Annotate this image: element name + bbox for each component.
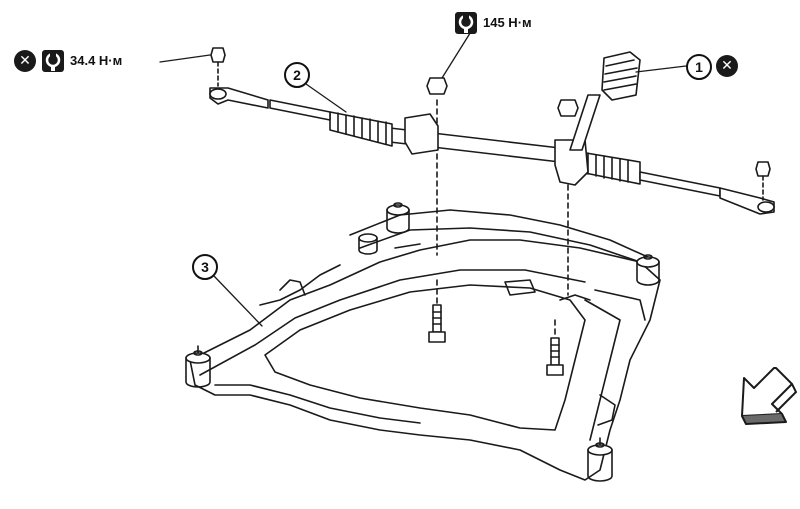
mount-bushings: [185, 202, 660, 482]
torque-wrench-glyph: [458, 14, 474, 33]
torque-label-tie-rod-nut: 34.4 Н·м: [70, 53, 123, 68]
torque-wrench-glyph: [45, 52, 61, 71]
callout-1: 1: [686, 54, 712, 80]
callout-3: 3: [192, 254, 218, 280]
suspension-member: [189, 209, 661, 481]
torque-label-mount-bolt: 145 Н·м: [483, 15, 532, 30]
torque-wrench-icon: [455, 12, 477, 34]
callout-2: 2: [284, 62, 310, 88]
leader-lines: [159, 29, 687, 327]
mounting-bolts: [426, 77, 579, 376]
front-direction-arrow-icon: [741, 367, 798, 425]
steering-gear-assembly: [209, 47, 775, 215]
x-circle-icon: ✕: [716, 55, 738, 77]
torque-wrench-icon: [42, 50, 64, 72]
x-circle-icon: ✕: [14, 50, 36, 72]
